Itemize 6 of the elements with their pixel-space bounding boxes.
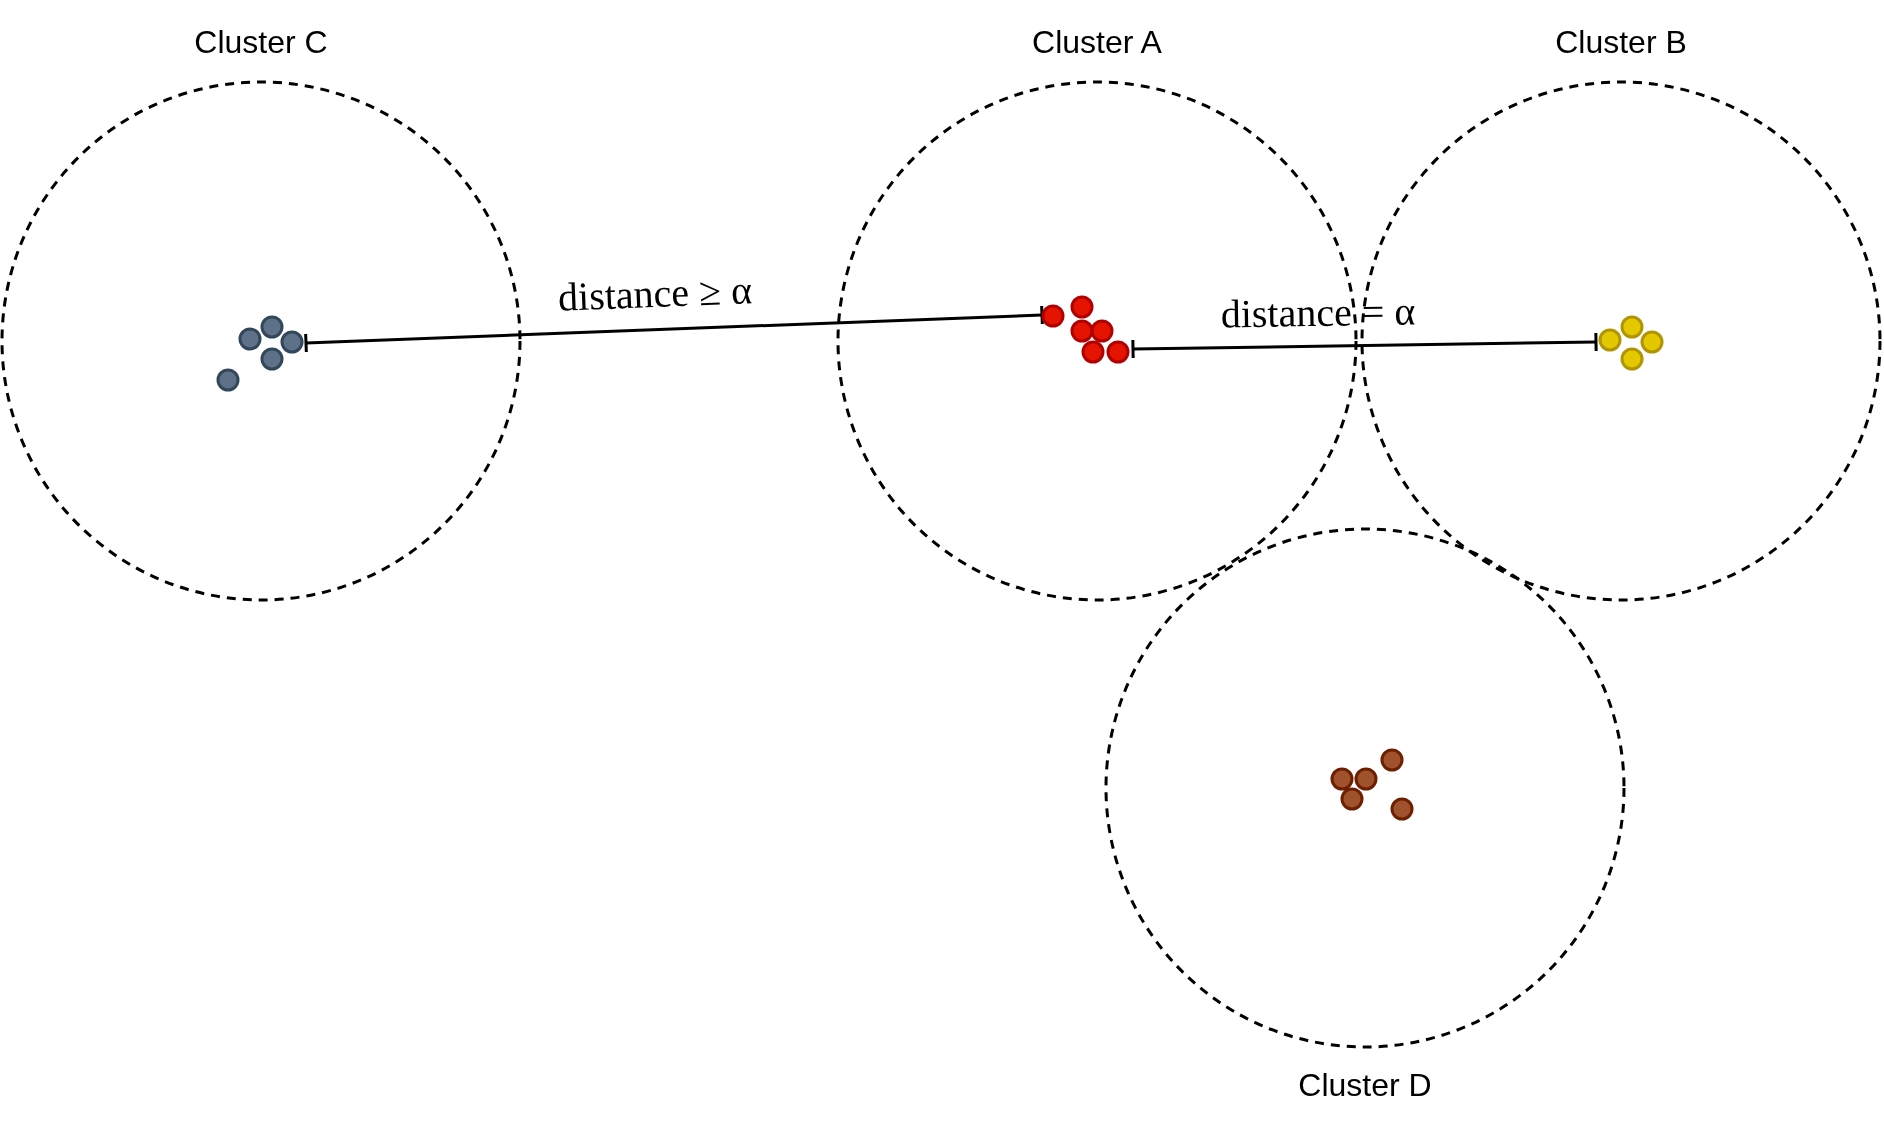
distance-label: distance ≥ α: [557, 270, 753, 318]
cluster-title: Cluster C: [194, 26, 328, 58]
cluster-title: Cluster D: [1298, 1069, 1432, 1101]
cluster-title: Cluster B: [1555, 26, 1687, 58]
distance-label: distance = α: [1220, 291, 1416, 335]
cluster-title: Cluster A: [1032, 26, 1162, 58]
